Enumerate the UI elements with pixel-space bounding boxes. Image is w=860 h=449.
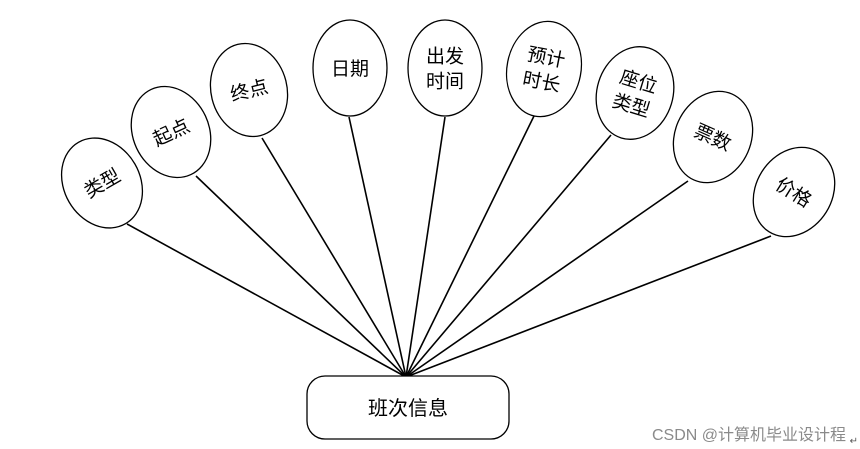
paragraph-mark: ↵ bbox=[849, 436, 858, 447]
attribute-label-line: 日期 bbox=[331, 58, 369, 80]
connector-estimated-duration bbox=[405, 115, 535, 378]
attribute-price: 价格 bbox=[752, 146, 836, 238]
attribute-ellipse bbox=[407, 19, 483, 117]
connector-ticket-count bbox=[405, 180, 689, 378]
attribute-estimated-duration: 预计时长 bbox=[505, 20, 583, 118]
attribute-origin: 起点 bbox=[130, 85, 212, 179]
attribute-ellipse bbox=[312, 19, 388, 117]
attributes: 类型起点终点 日期 出发时间 预计时长座位类型票数价格 bbox=[60, 19, 836, 238]
attribute-label-line: 出发 bbox=[426, 46, 464, 68]
attribute-label-line: 时间 bbox=[426, 71, 464, 93]
connector-destination bbox=[261, 137, 407, 378]
attribute-destination: 终点 bbox=[209, 42, 289, 138]
connector-departure-time bbox=[405, 116, 446, 378]
connector-type bbox=[126, 223, 407, 378]
entity-label: 班次信息 bbox=[368, 396, 448, 420]
connectors bbox=[126, 115, 772, 378]
attribute-ticket-count: 票数 bbox=[672, 90, 754, 184]
attribute-ellipse bbox=[505, 20, 583, 118]
attribute-ellipse bbox=[595, 46, 675, 140]
connector-origin bbox=[195, 175, 407, 378]
attribute-departure-time: 出发时间 bbox=[407, 19, 483, 117]
attribute-ellipse bbox=[60, 137, 144, 229]
entity-box bbox=[306, 375, 510, 440]
watermark: CSDN @计算机毕业设计程 bbox=[651, 427, 846, 444]
attribute-label: 座位类型 bbox=[610, 66, 660, 122]
attribute-date: 日期 bbox=[312, 19, 388, 117]
attribute-ellipse bbox=[209, 42, 289, 138]
connector-seat-type bbox=[405, 134, 612, 378]
attribute-label: 日期 bbox=[331, 58, 369, 80]
attribute-ellipse bbox=[130, 85, 212, 179]
attribute-label: 出发时间 bbox=[426, 46, 464, 93]
attribute-type: 类型 bbox=[60, 137, 144, 229]
attribute-seat-type: 座位类型 bbox=[595, 46, 675, 140]
connector-price bbox=[405, 235, 772, 378]
connector-date bbox=[348, 116, 407, 378]
entity-node: 班次信息 bbox=[306, 375, 510, 440]
attribute-ellipse bbox=[672, 90, 754, 184]
